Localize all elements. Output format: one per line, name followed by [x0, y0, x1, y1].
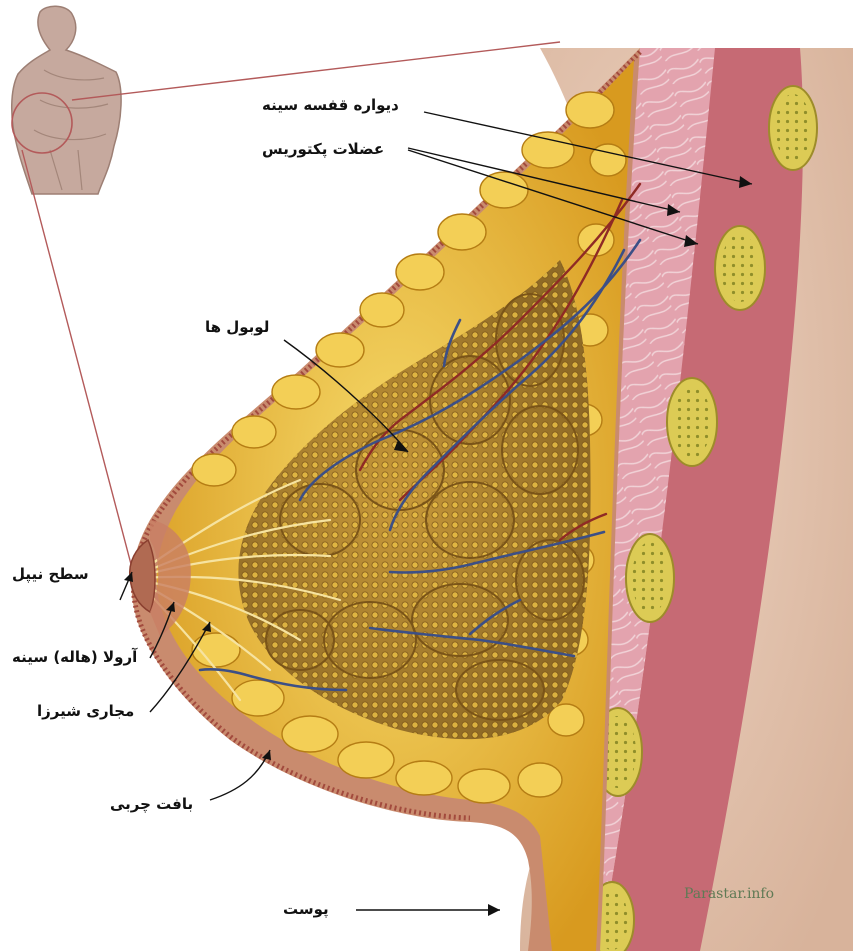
arrowhead-skin [488, 904, 500, 916]
arrowhead-nipple [124, 572, 133, 582]
label-pectoral-muscles: عضلات پکتوریس [262, 140, 384, 158]
label-milk-ducts: مجاری شیرزا [37, 702, 134, 720]
inset-body-figure [12, 6, 121, 194]
label-nipple-surface: سطح نیپل [12, 565, 89, 583]
label-areola: آرولا (هاله) سینه [12, 648, 137, 666]
zoom-line-top [72, 42, 560, 100]
label-fatty-tissue: بافت چربی [110, 795, 193, 813]
label-chest-wall: دیواره قفسه سینه [262, 96, 399, 114]
label-skin: پوست [283, 900, 329, 918]
watermark: Parastar.info [684, 886, 774, 902]
zoom-line-bottom [22, 150, 132, 568]
label-lobules: لوبول ها [205, 318, 269, 336]
